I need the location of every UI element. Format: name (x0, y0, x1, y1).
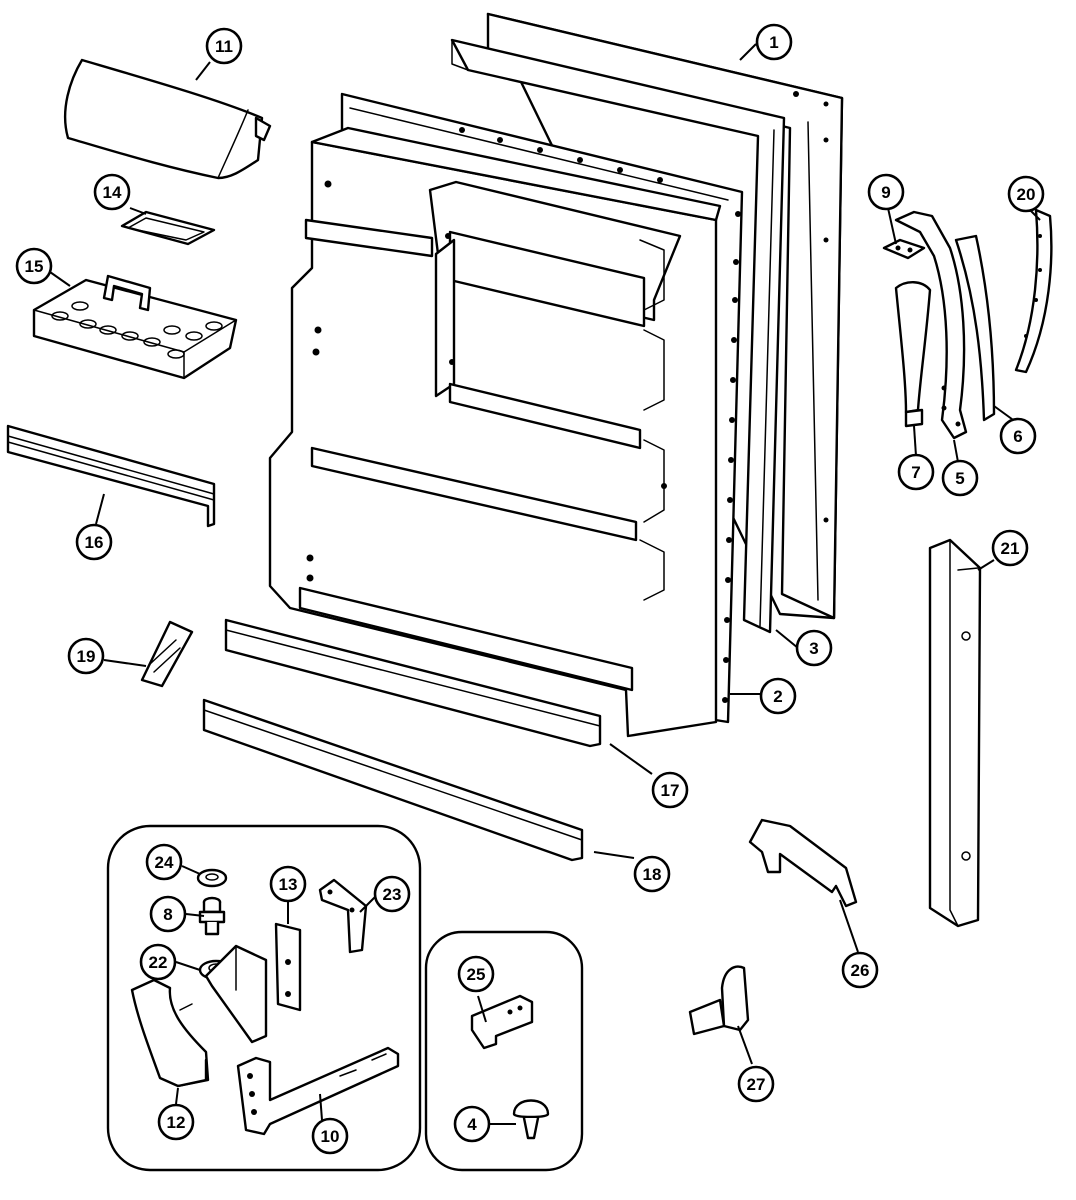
handle-bracket (894, 210, 968, 440)
callout-12: 12 (157, 1103, 195, 1141)
hinge-shim (318, 878, 368, 954)
callout-6: 6 (999, 417, 1037, 455)
bottom-hinge (236, 1046, 400, 1136)
door-shelf-rail-middle (224, 618, 602, 748)
svg-text:18: 18 (643, 865, 662, 884)
callout-26: 26 (841, 951, 879, 989)
push-pin (512, 1099, 550, 1140)
callout-1: 1 (755, 23, 793, 61)
svg-text:16: 16 (85, 533, 104, 552)
svg-text:5: 5 (955, 469, 964, 488)
butter-tray (120, 210, 216, 246)
callout-17: 17 (651, 771, 689, 809)
callout-3: 3 (795, 629, 833, 667)
hardware-group (424, 930, 584, 1172)
rail-end-clip (140, 620, 194, 688)
callout-9: 9 (867, 173, 905, 211)
svg-text:19: 19 (77, 647, 96, 666)
hinge-pin (198, 896, 226, 936)
svg-text:6: 6 (1013, 427, 1022, 446)
svg-text:8: 8 (163, 905, 172, 924)
door-shelf-rail-lower (202, 698, 584, 862)
svg-text:12: 12 (167, 1113, 186, 1132)
svg-text:2: 2 (773, 687, 782, 706)
door-shelf-rail-upper (6, 424, 216, 528)
svg-text:21: 21 (1001, 539, 1020, 558)
callout-21: 21 (991, 529, 1029, 567)
hinge-spacer-plate (274, 922, 302, 1012)
callout-8: 8 (149, 895, 187, 933)
svg-text:4: 4 (467, 1115, 477, 1134)
handle-end-bracket (748, 818, 858, 908)
svg-text:3: 3 (809, 639, 818, 658)
callout-20: 20 (1007, 175, 1045, 213)
svg-text:1: 1 (769, 33, 778, 52)
svg-text:10: 10 (321, 1127, 340, 1146)
callout-19: 19 (67, 637, 105, 675)
callout-23: 23 (373, 875, 411, 913)
svg-text:23: 23 (383, 885, 402, 904)
mounting-clip (470, 994, 534, 1050)
handle-grip (894, 281, 932, 428)
handle-end-cap (688, 965, 750, 1036)
callout-18: 18 (633, 855, 671, 893)
svg-text:27: 27 (747, 1075, 766, 1094)
callout-7: 7 (897, 453, 935, 491)
handle-trim (954, 234, 996, 422)
svg-text:14: 14 (103, 183, 122, 202)
svg-text:13: 13 (279, 875, 298, 894)
hinge-cover (130, 978, 210, 1088)
svg-text:17: 17 (661, 781, 680, 800)
svg-text:24: 24 (155, 853, 174, 872)
callout-24: 24 (145, 843, 183, 881)
hinge-washer (196, 868, 228, 888)
svg-text:25: 25 (467, 965, 486, 984)
callout-11: 11 (205, 27, 243, 65)
door-handle (928, 538, 982, 928)
callout-13: 13 (269, 865, 307, 903)
hinge-kit-group (106, 824, 422, 1172)
svg-text:7: 7 (911, 463, 920, 482)
callout-27: 27 (737, 1065, 775, 1103)
svg-text:15: 15 (25, 257, 44, 276)
callout-2: 2 (759, 677, 797, 715)
callout-5: 5 (941, 459, 979, 497)
callout-15: 15 (15, 247, 53, 285)
callout-14: 14 (93, 173, 131, 211)
callout-25: 25 (457, 955, 495, 993)
callout-22: 22 (139, 943, 177, 981)
svg-text:11: 11 (215, 37, 233, 56)
handle-strip (1014, 208, 1053, 374)
hinge-bracket (204, 944, 268, 1044)
callout-10: 10 (311, 1117, 349, 1155)
door-gasket (450, 38, 786, 634)
dairy-compartment-door (64, 58, 272, 180)
door-liner-shelves (268, 126, 722, 738)
svg-text:9: 9 (881, 183, 890, 202)
hinge-plate (882, 238, 926, 260)
callout-16: 16 (75, 523, 113, 561)
leader-lines (49, 43, 1041, 1125)
svg-text:22: 22 (149, 953, 168, 972)
svg-text:26: 26 (851, 961, 870, 980)
svg-text:20: 20 (1017, 185, 1036, 204)
egg-tray (32, 274, 238, 380)
callout-4: 4 (453, 1105, 491, 1143)
